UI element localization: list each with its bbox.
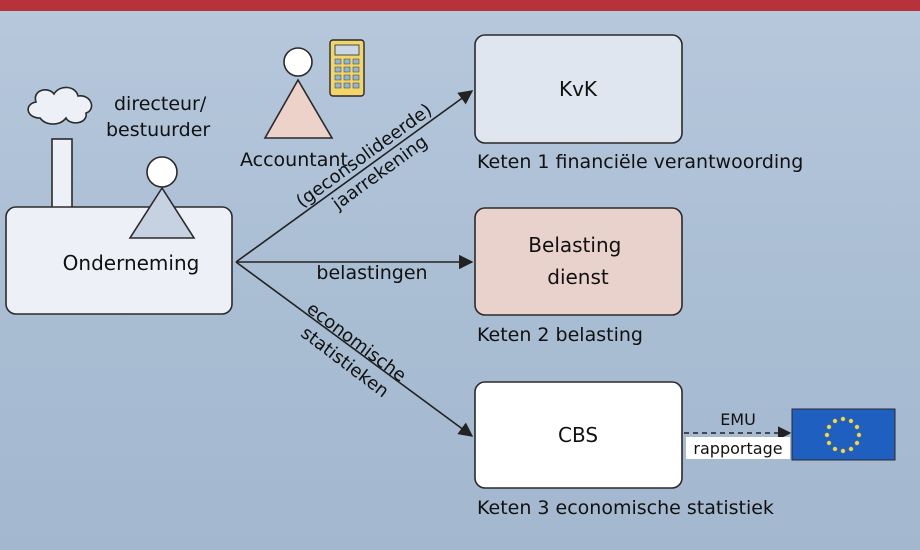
cbs-label: CBS — [558, 423, 598, 447]
emu-label: EMU — [720, 410, 756, 429]
accountant-label: Accountant — [240, 149, 348, 171]
calculator-icon — [329, 39, 365, 97]
chain-2-label: Keten 2 belasting — [477, 324, 643, 346]
emu-label-bg — [686, 437, 790, 459]
cloud-icon — [27, 86, 93, 125]
tax-office-line-1: Belasting — [528, 233, 621, 257]
company-label: Onderneming — [63, 251, 200, 275]
chain-3-label: Keten 3 economische statistiek — [477, 497, 774, 519]
taxes-label: belastingen — [316, 262, 427, 284]
kvk-box — [474, 34, 683, 144]
chimney-icon — [51, 138, 73, 212]
statistics-label: economische statistieken — [289, 298, 415, 408]
arrow-to-kvk — [235, 90, 474, 263]
tax-office-label: Belasting dienst — [528, 233, 627, 289]
eu-flag-icon — [791, 408, 896, 461]
arrow-to-cbs — [235, 261, 474, 437]
accountant-person-icon — [263, 47, 334, 139]
director-label: directeur/ bestuurder — [106, 93, 212, 141]
tax-office-box — [474, 207, 683, 316]
top-bar — [0, 0, 920, 11]
kvk-label: KvK — [559, 77, 598, 101]
director-person-icon — [128, 156, 196, 239]
tax-office-line-2: dienst — [547, 265, 609, 289]
chain-1-label: Keten 1 financiële verantwoording — [477, 151, 803, 173]
cbs-box — [474, 381, 683, 489]
director-line-2: bestuurder — [106, 119, 210, 141]
director-line-1: directeur/ — [114, 93, 207, 115]
emu-reporting-label: rapportage — [693, 439, 782, 458]
